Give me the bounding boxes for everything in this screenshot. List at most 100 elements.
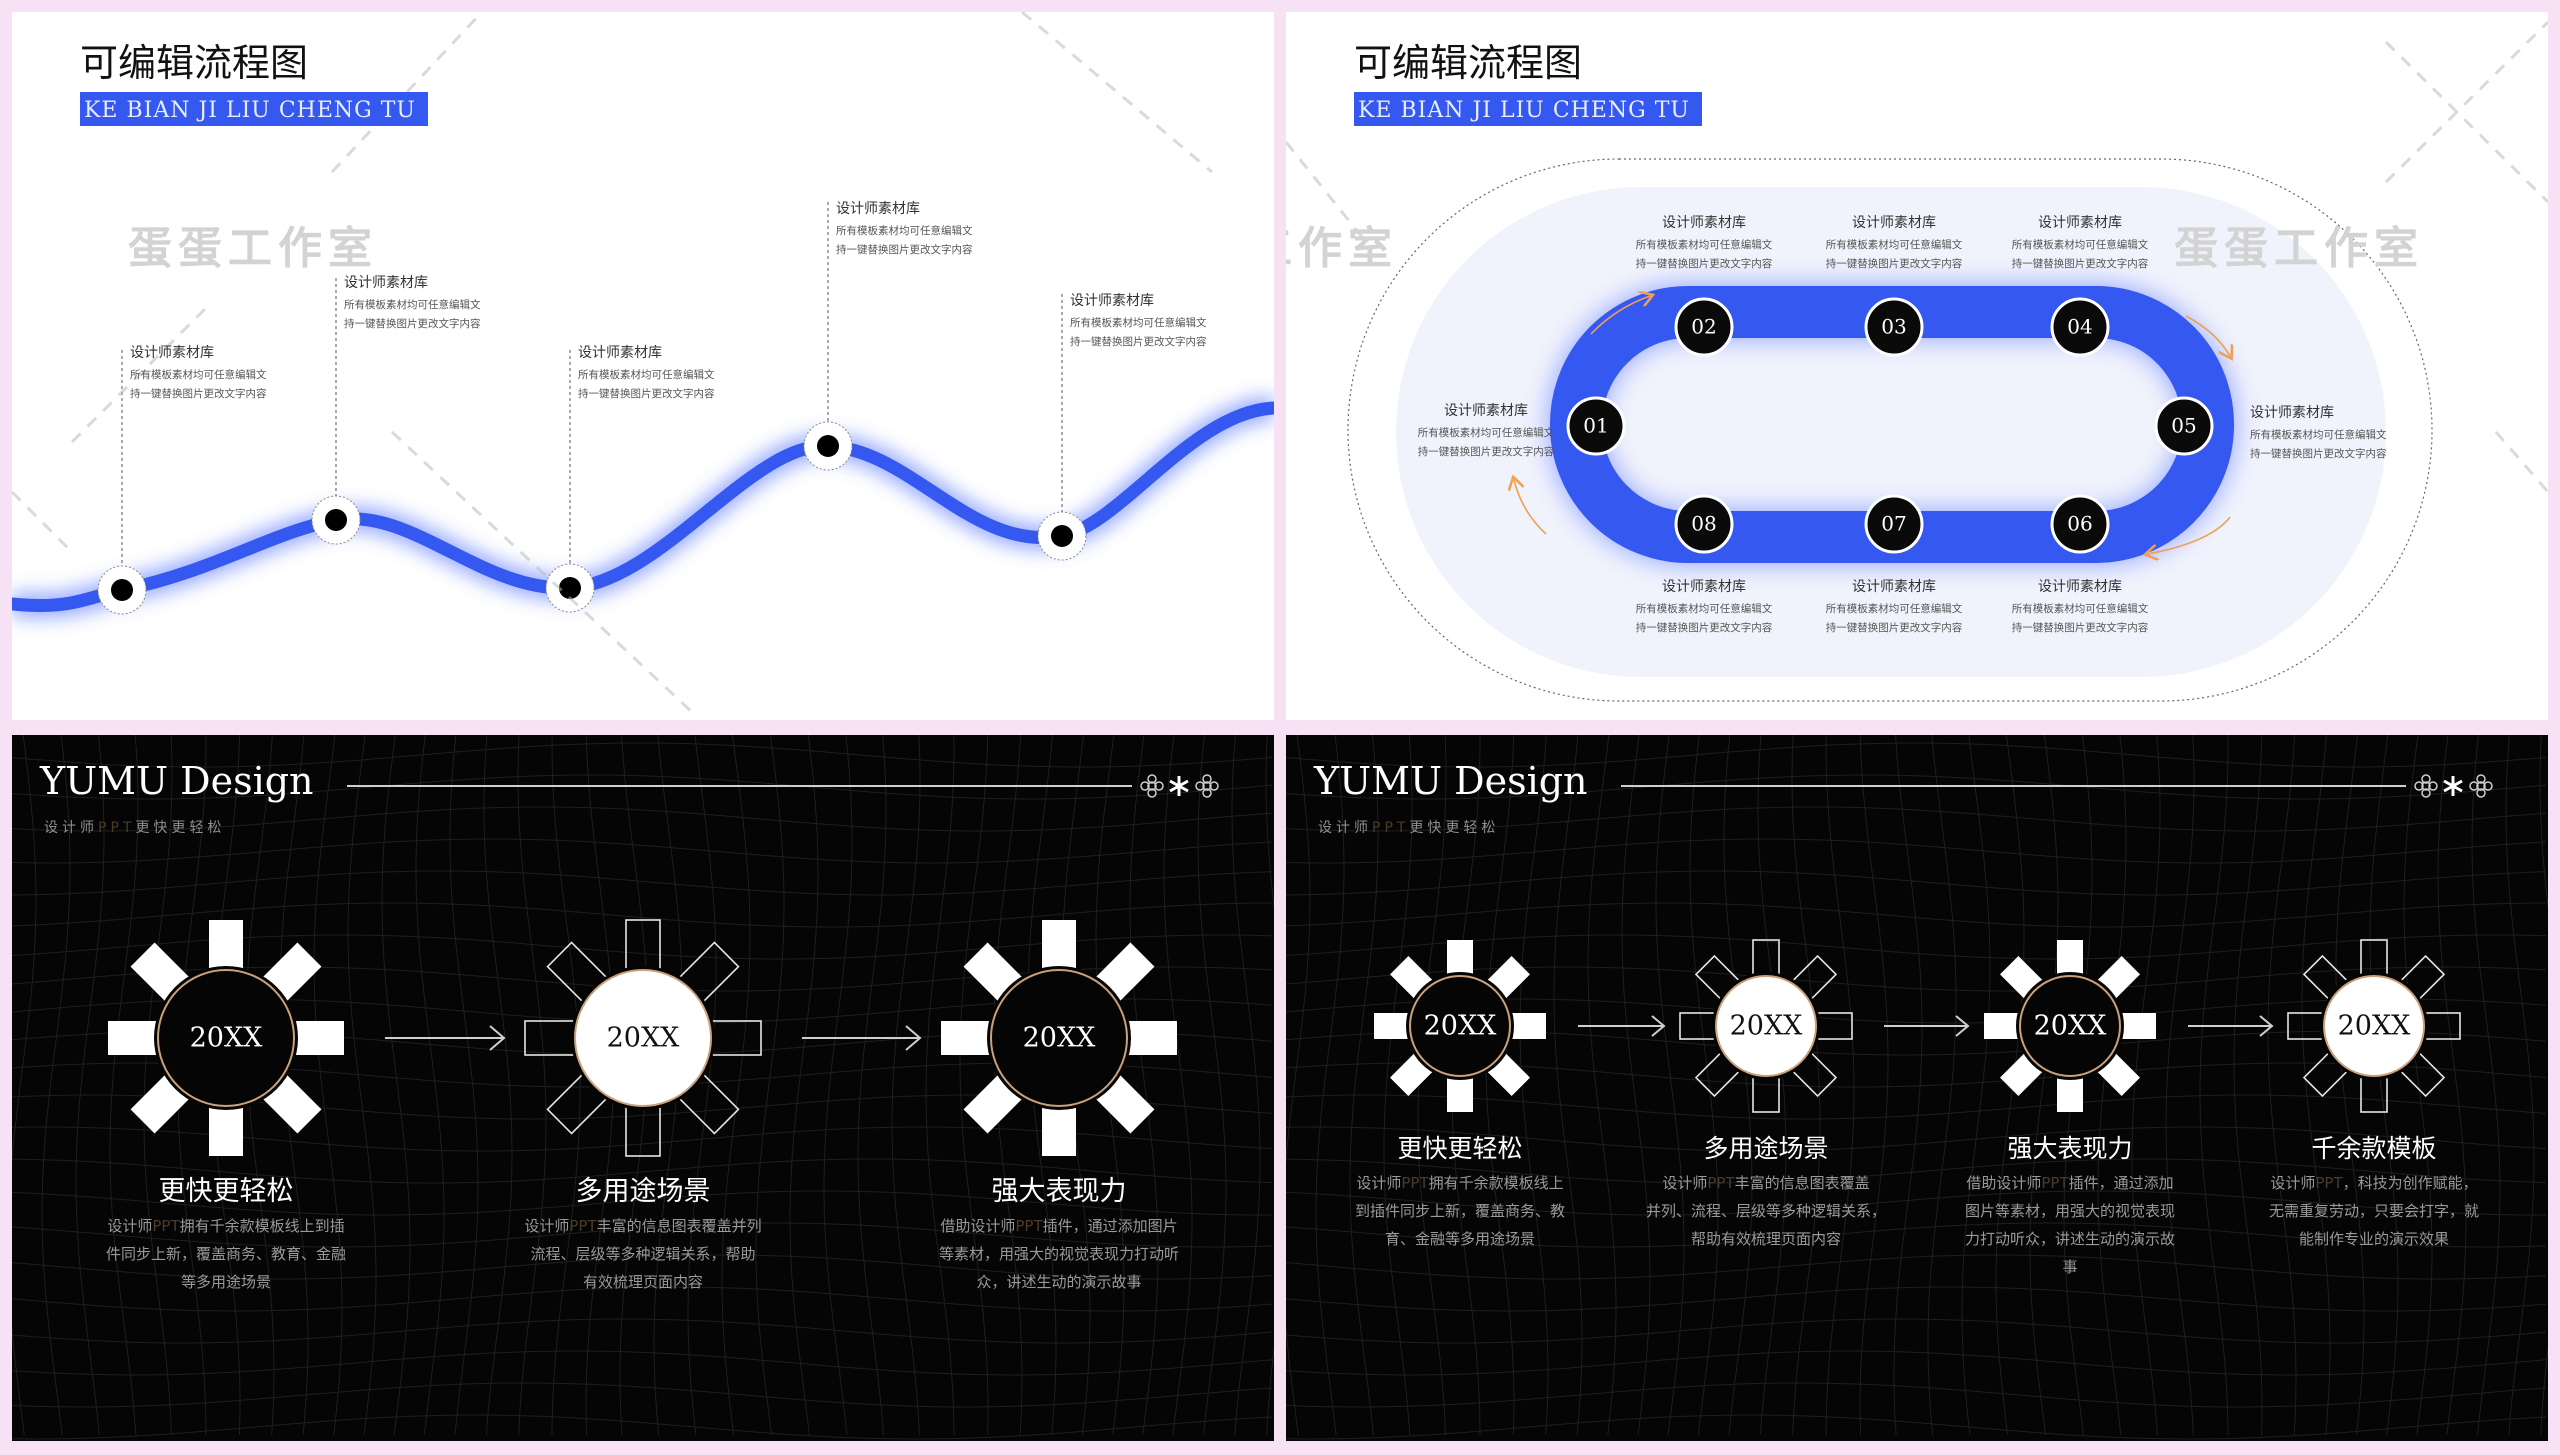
- label-desc-line2: 持一键替换图片更改文字内容: [2011, 258, 2149, 270]
- feature-desc: 设计师PPT丰富的信息图表覆盖并列流程、层级等多种逻辑关系，帮助有效梳理页面内容: [524, 1217, 762, 1291]
- loop-label-01: 设计师素材库 所有模板素材均可任意编辑文 持一键替换图片更改文字内容: [1394, 400, 1578, 462]
- label-desc-line2: 持一键替换图片更改文字内容: [2250, 448, 2387, 460]
- gear-1: 20XX: [108, 920, 344, 1156]
- wave-label-4: 设计师素材库 所有模板素材均可任意编辑文 持一键替换图片更改文字内容: [836, 198, 973, 260]
- loop-diagram: 01 02 03 04 05 06 07 08: [1286, 20, 2548, 702]
- label-title: 设计师素材库: [1070, 293, 1154, 309]
- arrow-1: [385, 1025, 506, 1051]
- label-desc-line2: 持一键替换图片更改文字内容: [344, 318, 481, 330]
- step-number: 04: [2067, 315, 2092, 339]
- gear-2: 20XX: [1679, 939, 1853, 1113]
- feature-desc: 借助设计师PPT插件，通过添加图片等素材，用强大的视觉表现力打动听众，讲述生动的…: [1964, 1174, 2175, 1276]
- flower-icon: [1140, 774, 1164, 798]
- brand-sub-text: 设计师: [1318, 820, 1372, 836]
- label-desc-line1: 所有模板素材均可任意编辑文: [344, 299, 481, 311]
- label-desc-line2: 持一键替换图片更改文字内容: [1417, 446, 1555, 458]
- brand-sub-text: 更快更轻松: [135, 820, 226, 836]
- label-desc-line2: 持一键替换图片更改文字内容: [578, 388, 715, 400]
- flower-icon: [1195, 774, 1219, 798]
- arrow-2: [802, 1025, 922, 1051]
- label-desc-line2: 持一键替换图片更改文字内容: [2011, 622, 2149, 634]
- header-ornament: [1621, 774, 2493, 798]
- brand-title: YUMU Design: [40, 759, 314, 803]
- node-5: [1037, 511, 1087, 561]
- flower-icon: [2414, 774, 2438, 798]
- loop-label-03: 设计师素材库 所有模板素材均可任意编辑文 持一键替换图片更改文字内容: [1802, 212, 1986, 274]
- label-desc-line2: 持一键替换图片更改文字内容: [836, 244, 973, 256]
- label-desc-line1: 所有模板素材均可任意编辑文: [1825, 239, 1963, 251]
- slide-loop-flowchart: 01 02 03 04 05 06 07 08 可编辑流程图 KE BIAN J…: [1286, 12, 2548, 720]
- gear-3: 20XX: [1984, 940, 2156, 1112]
- step-01: 01: [1566, 396, 1626, 456]
- gears-diagram: 20XX 20XX 20XX: [108, 774, 1219, 1157]
- asterisk-icon: [2443, 776, 2463, 796]
- gear-year: 20XX: [1424, 1011, 1498, 1042]
- gear-year: 20XX: [2034, 1011, 2108, 1042]
- loop-label-05: 设计师素材库 所有模板素材均可任意编辑文 持一键替换图片更改文字内容: [2250, 402, 2387, 464]
- arrow-2: [1884, 1015, 1970, 1037]
- label-desc-line1: 所有模板素材均可任意编辑文: [1635, 239, 1773, 251]
- gear-center: [2019, 975, 2121, 1077]
- label-title: 设计师素材库: [344, 275, 428, 291]
- arrow-1: [1578, 1015, 1666, 1037]
- step-number: 08: [1691, 512, 1716, 536]
- step-number: 06: [2067, 512, 2092, 536]
- feature-3: 强大表现力 借助设计师PPT插件，通过添加图片等素材，用强大的视觉表现力打动听众…: [919, 1169, 1199, 1296]
- feature-title: 千余款模板: [2311, 1134, 2437, 1163]
- label-title: 设计师素材库: [130, 345, 214, 361]
- gear-center: [2323, 975, 2425, 1077]
- brand-title: YUMU Design: [1314, 759, 1588, 803]
- brand-sub-text: 设计师: [44, 820, 98, 836]
- brand-subtitle: 设计师PPT更快更轻松: [1318, 817, 1499, 837]
- page-subtitle: KE BIAN JI LIU CHENG TU: [80, 92, 428, 126]
- gear-2: 20XX: [524, 919, 762, 1157]
- gear-center: [1715, 975, 1817, 1077]
- step-03: 03: [1864, 297, 1924, 357]
- step-05: 05: [2154, 396, 2214, 456]
- wave-label-2: 设计师素材库 所有模板素材均可任意编辑文 持一键替换图片更改文字内容: [344, 272, 481, 334]
- step-08: 08: [1674, 494, 1734, 554]
- label-desc-line2: 持一键替换图片更改文字内容: [1825, 258, 1963, 270]
- asterisk-icon: [1169, 776, 1189, 796]
- feature-3: 强大表现力 借助设计师PPT插件，通过添加图片等素材，用强大的视觉表现力打动听众…: [1950, 1129, 2190, 1281]
- orange-arrows: [1514, 296, 2230, 554]
- step-circles: 01 02 03 04 05 06 07 08: [1566, 297, 2214, 554]
- flower-icon: [2469, 774, 2493, 798]
- step-02: 02: [1674, 297, 1734, 357]
- label-desc-line2: 持一键替换图片更改文字内容: [1635, 622, 1773, 634]
- label-desc-line1: 所有模板素材均可任意编辑文: [130, 369, 267, 381]
- feature-title: 更快更轻松: [1397, 1134, 1523, 1163]
- label-desc-line1: 所有模板素材均可任意编辑文: [578, 369, 715, 381]
- feature-title: 多用途场景: [1703, 1134, 1829, 1163]
- label-title: 设计师素材库: [1852, 579, 1936, 595]
- node-3: [545, 563, 595, 613]
- gear-1: 20XX: [1374, 940, 1546, 1112]
- feature-4: 千余款模板 设计师PPT，科技为创作赋能，无需重复劳动，只要会打字，就能制作专业…: [2254, 1129, 2494, 1253]
- label-title: 设计师素材库: [1662, 215, 1746, 231]
- gear-4: 20XX: [2287, 939, 2461, 1113]
- label-desc-line1: 所有模板素材均可任意编辑文: [836, 225, 973, 237]
- watermark-text-left: 蛋蛋工作室: [1286, 223, 1398, 274]
- feature-desc: 设计师PPT丰富的信息图表覆盖并列、流程、层级等多种逻辑关系，帮助有效梳理页面内…: [1645, 1174, 1886, 1248]
- feature-desc: 设计师PPT，科技为创作赋能，无需重复劳动，只要会打字，就能制作专业的演示效果: [2268, 1174, 2479, 1248]
- gear-year: 20XX: [2338, 1011, 2412, 1042]
- node-1: [97, 565, 147, 615]
- label-desc-line1: 所有模板素材均可任意编辑文: [2011, 239, 2149, 251]
- gear-year: 20XX: [190, 1023, 264, 1054]
- dashed-guide-lines: [121, 202, 1063, 588]
- feature-desc: 设计师PPT拥有千余款模板线上到插件同步上新，覆盖商务、教育、金融等多用途场景: [1354, 1174, 1565, 1248]
- brand-subtitle: 设计师PPT更快更轻松: [44, 817, 225, 837]
- outer-dotted-stadium: [1347, 158, 2433, 702]
- gear-center: [574, 969, 712, 1107]
- label-title: 设计师素材库: [836, 201, 920, 217]
- brand-sub-highlight: PPT: [1372, 820, 1410, 836]
- page-subtitle: KE BIAN JI LIU CHENG TU: [1354, 92, 1702, 126]
- feature-1: 更快更轻松 设计师PPT拥有千余款模板线上到插件同步上新，覆盖商务、教育、金融等…: [1340, 1129, 1580, 1253]
- gear-tooth: [941, 1021, 1001, 1055]
- wave-glow: [12, 395, 1274, 619]
- gear-tooth: [1117, 1021, 1177, 1055]
- feature-2: 多用途场景 设计师PPT丰富的信息图表覆盖并列流程、层级等多种逻辑关系，帮助有效…: [503, 1169, 783, 1296]
- header-ornament: [347, 774, 1219, 798]
- loop-label-08: 设计师素材库 所有模板素材均可任意编辑文 持一键替换图片更改文字内容: [1612, 576, 1796, 638]
- page-title: 可编辑流程图: [80, 41, 309, 85]
